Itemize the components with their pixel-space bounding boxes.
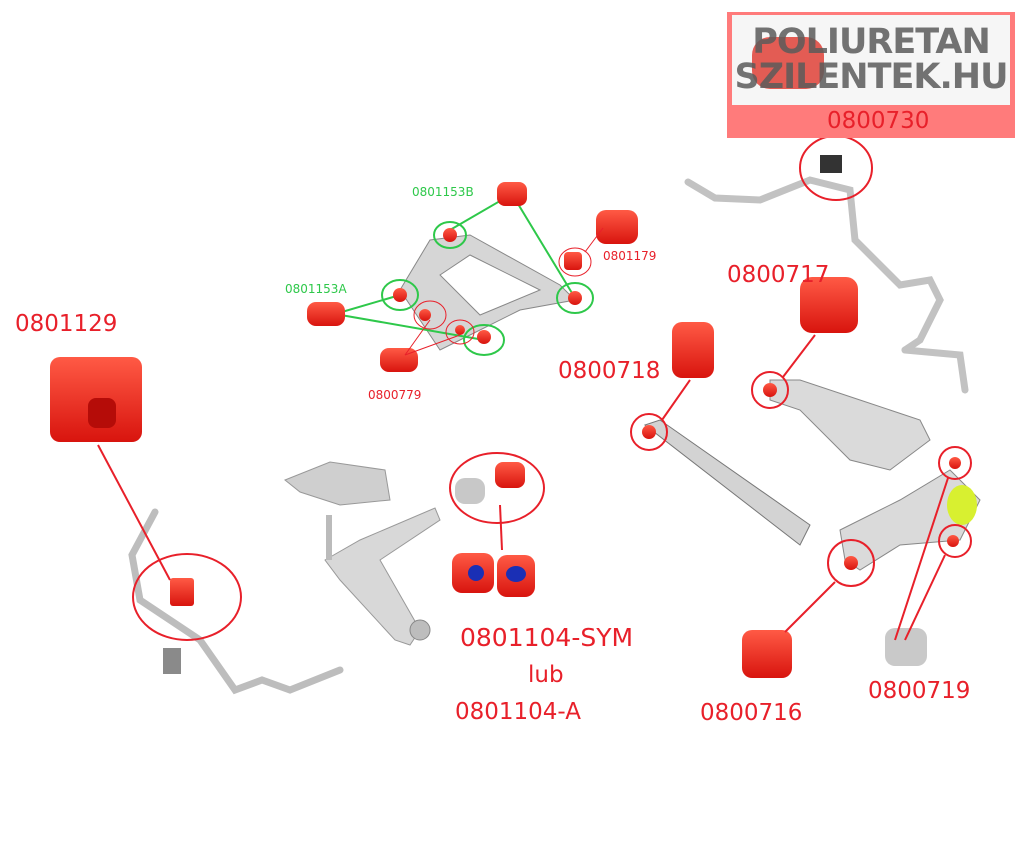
- logo-line2: SZILENTEK.HU: [734, 57, 1008, 97]
- label-0801104-a: 0801104-A: [455, 699, 581, 725]
- label-0800779: 0800779: [368, 388, 422, 402]
- logo-line1: POLIURETAN: [752, 22, 991, 62]
- label-lub: lub: [528, 662, 564, 688]
- label-0801104-sym: 0801104-SYM: [460, 623, 634, 652]
- label-0800719: 0800719: [868, 678, 971, 704]
- label-0801153a: 0801153A: [285, 282, 347, 296]
- label-0800717: 0800717: [727, 262, 830, 288]
- label-0800718: 0800718: [558, 358, 661, 384]
- front-control-arm: [284, 461, 441, 646]
- rear-lateral-link: [643, 379, 981, 571]
- label-0801179: 0801179: [603, 249, 657, 263]
- label-0801153b: 0801153B: [412, 185, 474, 199]
- rear-sway-bar: [684, 176, 969, 394]
- label-0801129: 0801129: [15, 311, 118, 337]
- front-sway-bar: [128, 508, 344, 695]
- label-0800730: 0800730: [827, 108, 930, 134]
- label-0800716: 0800716: [700, 700, 803, 726]
- highlight-circle: [132, 553, 242, 641]
- site-logo: POLIURETAN SZILENTEK.HU 0800730: [727, 12, 1015, 138]
- bushing-installed: [170, 578, 194, 606]
- highlight-circle: [449, 452, 545, 524]
- bushing-0800730: [752, 37, 824, 89]
- bar-clamp: [163, 648, 181, 674]
